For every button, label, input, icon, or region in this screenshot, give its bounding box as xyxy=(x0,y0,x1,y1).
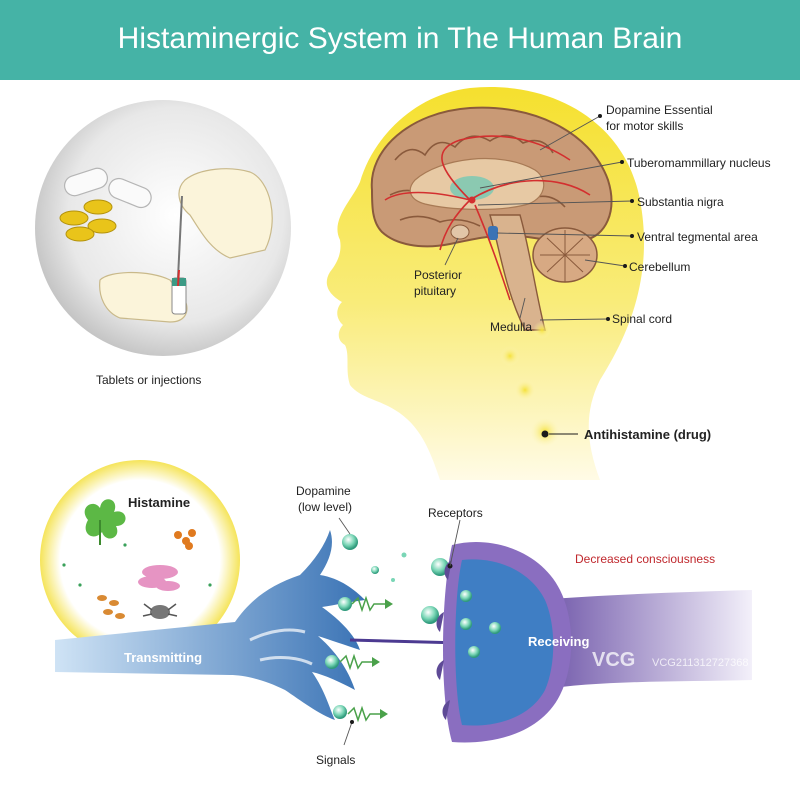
page-title: Histaminergic System in The Human Brain xyxy=(117,22,683,55)
watermark: VCG VCG211312727368 xyxy=(592,649,748,671)
signal-arrows xyxy=(339,595,385,723)
title-bar xyxy=(0,0,800,80)
label-spinal-cord: Spinal cord xyxy=(612,312,672,326)
leader-lines xyxy=(444,115,633,321)
histamine-illustration xyxy=(40,460,240,660)
signals-leader xyxy=(343,721,353,746)
receiving-neuron xyxy=(436,542,752,743)
label-ventral-tegmental: Ventral tegmental area xyxy=(637,230,758,244)
signal-arrowheads xyxy=(372,599,393,719)
label-posterior-2: pituitary xyxy=(414,284,456,298)
watermark-id: VCG211312727368 xyxy=(652,657,748,669)
label-dopamine-low-1: Dopamine xyxy=(296,484,351,498)
label-histamine: Histamine xyxy=(128,495,190,510)
label-dopamine-essential-1: Dopamine Essential xyxy=(606,103,713,117)
label-antihistamine: Antihistamine (drug) xyxy=(584,427,711,442)
label-medulla: Medulla xyxy=(490,320,532,334)
brain xyxy=(370,106,613,331)
leader-dots xyxy=(598,114,634,321)
label-cerebellum: Cerebellum xyxy=(629,260,690,274)
label-receiving: Receiving xyxy=(528,634,589,649)
label-receptors: Receptors xyxy=(428,506,483,520)
label-dopamine-essential-2: for motor skills xyxy=(606,119,683,133)
label-tablets: Tablets or injections xyxy=(96,373,201,387)
label-tuberomammillary: Tuberomammillary nucleus xyxy=(627,156,771,170)
label-transmitting: Transmitting xyxy=(124,650,202,665)
watermark-logo: VCG xyxy=(592,649,635,671)
tablets-illustration xyxy=(35,100,291,356)
label-signals: Signals xyxy=(316,753,355,767)
dopamine-leader xyxy=(338,517,351,535)
drug-dots xyxy=(500,321,560,447)
label-dopamine-low-2: (low level) xyxy=(298,500,352,514)
neurotransmitter-particles xyxy=(325,534,449,719)
receptors-leader xyxy=(449,519,461,567)
label-substantia-nigra: Substantia nigra xyxy=(637,195,724,209)
transmitting-neuron xyxy=(55,530,365,720)
label-decreased: Decreased consciousness xyxy=(575,552,715,566)
label-posterior-1: Posterior xyxy=(414,268,462,282)
signals-dot xyxy=(350,720,354,724)
